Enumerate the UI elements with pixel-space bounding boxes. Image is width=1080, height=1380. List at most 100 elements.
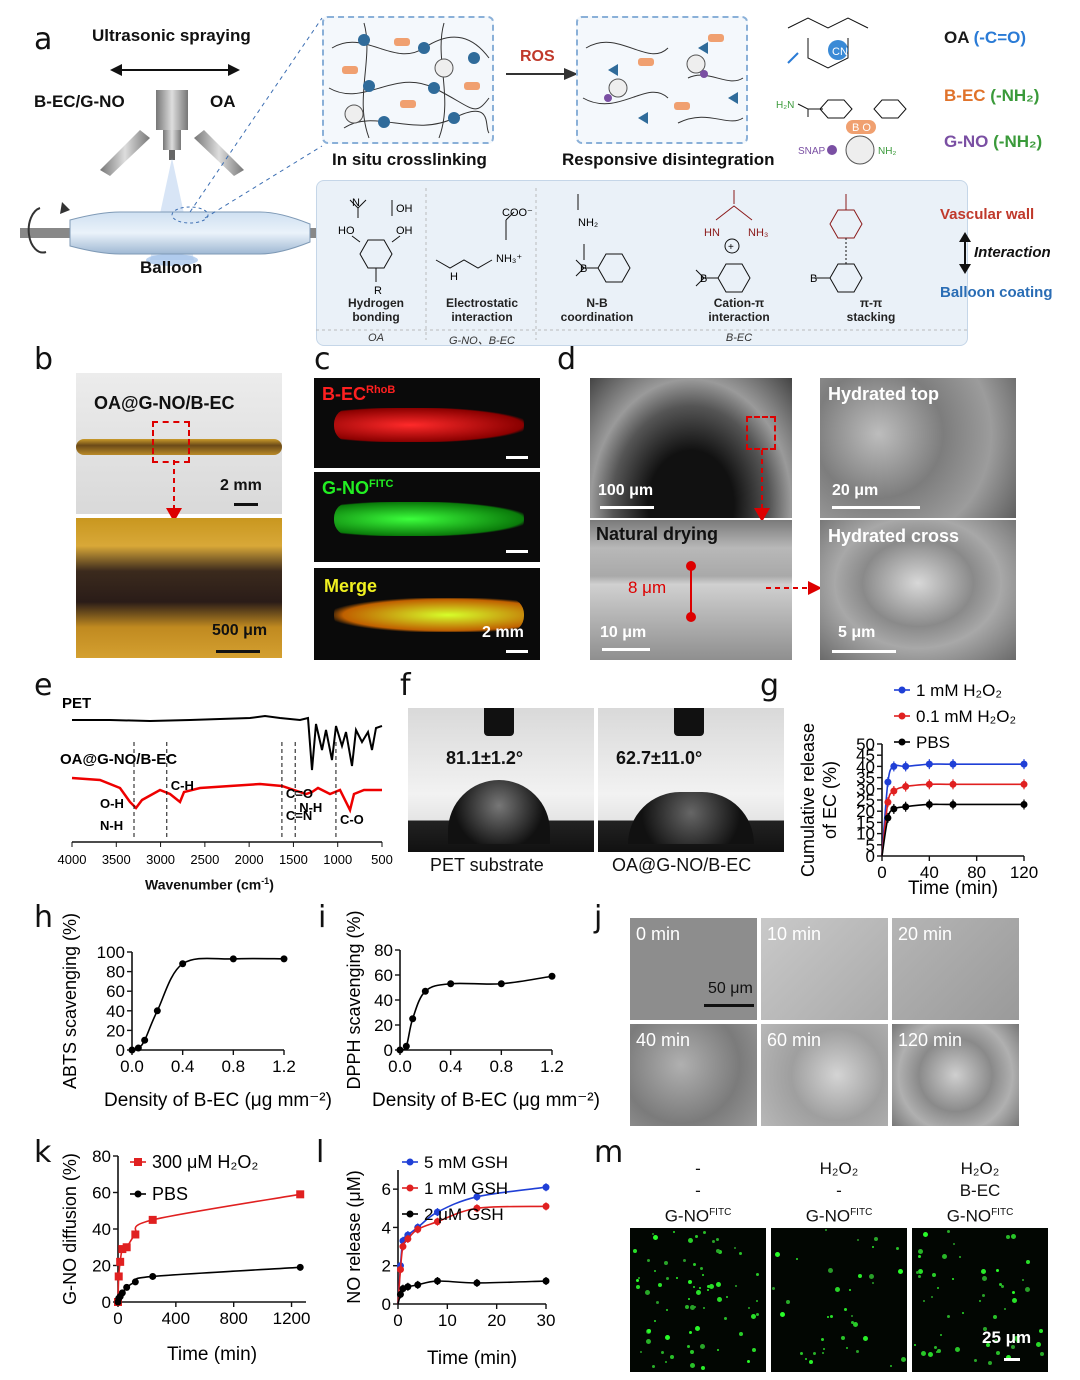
data-point <box>884 778 892 786</box>
y-tick-label: 80 <box>92 1147 111 1166</box>
data-point <box>884 798 892 806</box>
contact-angle-pet-value: 81.1±1.2° <box>446 748 524 768</box>
panel-letter-m: m <box>594 1135 624 1170</box>
y-tick-label: 45 <box>856 746 875 765</box>
data-point <box>1020 780 1028 788</box>
fluorescence-merge-image: Merge 2 mm <box>314 568 540 660</box>
x-tick-label: 1.2 <box>272 1057 296 1076</box>
legend-label: 5 mM GSH <box>424 1153 508 1172</box>
y-axis-label: ABTS scavenging (%) <box>60 913 80 1089</box>
data-point <box>890 762 898 770</box>
legend-oa: OA (-C=O) <box>944 28 1027 47</box>
x-axis-label: Time (min) <box>908 878 998 899</box>
data-point <box>473 1193 481 1201</box>
y-tick-label: 4 <box>382 1218 391 1237</box>
x-tick-label: 500 <box>371 852 393 867</box>
updown-arrow-icon <box>959 232 971 274</box>
panel-letter-b: b <box>34 342 54 377</box>
interaction-cation-pi: Cation-π interaction <box>708 296 770 324</box>
x-tick-label: 120 <box>1010 863 1038 882</box>
svg-text:B: B <box>580 263 587 275</box>
data-point <box>149 1272 157 1280</box>
scale-label-b2: 500 μm <box>212 622 268 639</box>
y-tick-label: 20 <box>106 1021 125 1040</box>
data-point <box>902 762 910 770</box>
data-point <box>902 783 910 791</box>
x-tick-label: 1500 <box>279 852 308 867</box>
x-tick-label: 2000 <box>235 852 264 867</box>
x-tick-label: 40 <box>920 863 939 882</box>
legend-label: 1 mM H₂O₂ <box>916 681 1002 700</box>
series-line <box>131 957 285 1051</box>
fluorescence-treatment-image: 25 μm <box>912 1228 1048 1372</box>
data-point <box>884 814 892 822</box>
svg-text:NH₃: NH₃ <box>748 227 768 239</box>
svg-text:N: N <box>352 197 360 209</box>
data-point <box>122 1243 131 1252</box>
timepoint-label: 40 min <box>636 1030 691 1050</box>
fluorescence-treatment-grid: 25 μm <box>630 1228 1048 1372</box>
data-point <box>949 760 957 768</box>
oa-spectrum-line <box>71 776 382 814</box>
svg-text:H₂N: H₂N <box>776 100 794 111</box>
x-axis-label: Density of B-EC (μg mm⁻²) <box>104 1090 332 1111</box>
x-tick-label: 800 <box>220 1309 248 1328</box>
peak-label: C=O <box>286 786 313 801</box>
x-tick-label: 2500 <box>190 852 219 867</box>
x-tick-label: 3500 <box>102 852 131 867</box>
series-line <box>117 1193 301 1303</box>
data-point <box>409 1015 417 1023</box>
zoom-arrow-icon <box>166 460 182 522</box>
data-point <box>123 1283 131 1291</box>
svg-text:R: R <box>374 285 382 297</box>
interaction-hydrogen: Hydrogen bonding <box>347 296 404 324</box>
y-tick-label: 20 <box>374 1016 393 1035</box>
svg-text:OH: OH <box>396 203 413 215</box>
peak-label: N-H <box>299 800 322 815</box>
interaction-pi-pi: π-π stacking <box>846 296 896 324</box>
x-tick-label: 0 <box>113 1309 122 1328</box>
data-point <box>399 1243 407 1251</box>
interaction-box <box>316 180 968 346</box>
data-point <box>404 1283 412 1291</box>
data-point <box>925 780 933 788</box>
x-tick-label: 0.8 <box>222 1057 246 1076</box>
legend-label: 300 μM H₂O₂ <box>152 1152 258 1172</box>
fluorescence-treatment-image <box>630 1228 766 1372</box>
data-point <box>1020 800 1028 808</box>
data-point <box>542 1202 550 1210</box>
x-tick-label: 0 <box>393 1311 402 1330</box>
data-point <box>396 1266 404 1274</box>
scale-label-d2: 10 μm <box>600 624 647 641</box>
y-tick-label: 25 <box>856 791 875 810</box>
y-tick-label: 10 <box>856 825 875 844</box>
molecule-structures: CN H₂N B O SNAP NH₂ <box>776 17 907 165</box>
x-axis-label: Density of B-EC (μg mm⁻²) <box>372 1090 600 1111</box>
data-point <box>296 1263 304 1271</box>
legend-label: 1 mM GSH <box>424 1179 508 1198</box>
panel-a: Ultrasonic spraying B-EC/G-NO OA Balloon <box>0 0 1080 347</box>
channel-fitc-label: G-NOFITC <box>322 478 394 498</box>
x-tick-label: 20 <box>487 1311 506 1330</box>
data-point <box>902 803 910 811</box>
data-point <box>473 1279 481 1287</box>
y-tick-label: 60 <box>92 1184 111 1203</box>
svg-text:+: + <box>728 242 734 253</box>
x-tick-label: 400 <box>162 1309 190 1328</box>
y-tick-label: 60 <box>374 966 393 985</box>
data-point <box>402 1042 410 1050</box>
svg-text:COO⁻: COO⁻ <box>502 207 533 219</box>
sem-timepoint-image: 40 min <box>630 1024 757 1126</box>
y-tick-label: 20 <box>856 802 875 821</box>
crosslink-label: In situ crosslinking <box>332 150 487 169</box>
scale-label-j: 50 μm <box>708 980 753 997</box>
